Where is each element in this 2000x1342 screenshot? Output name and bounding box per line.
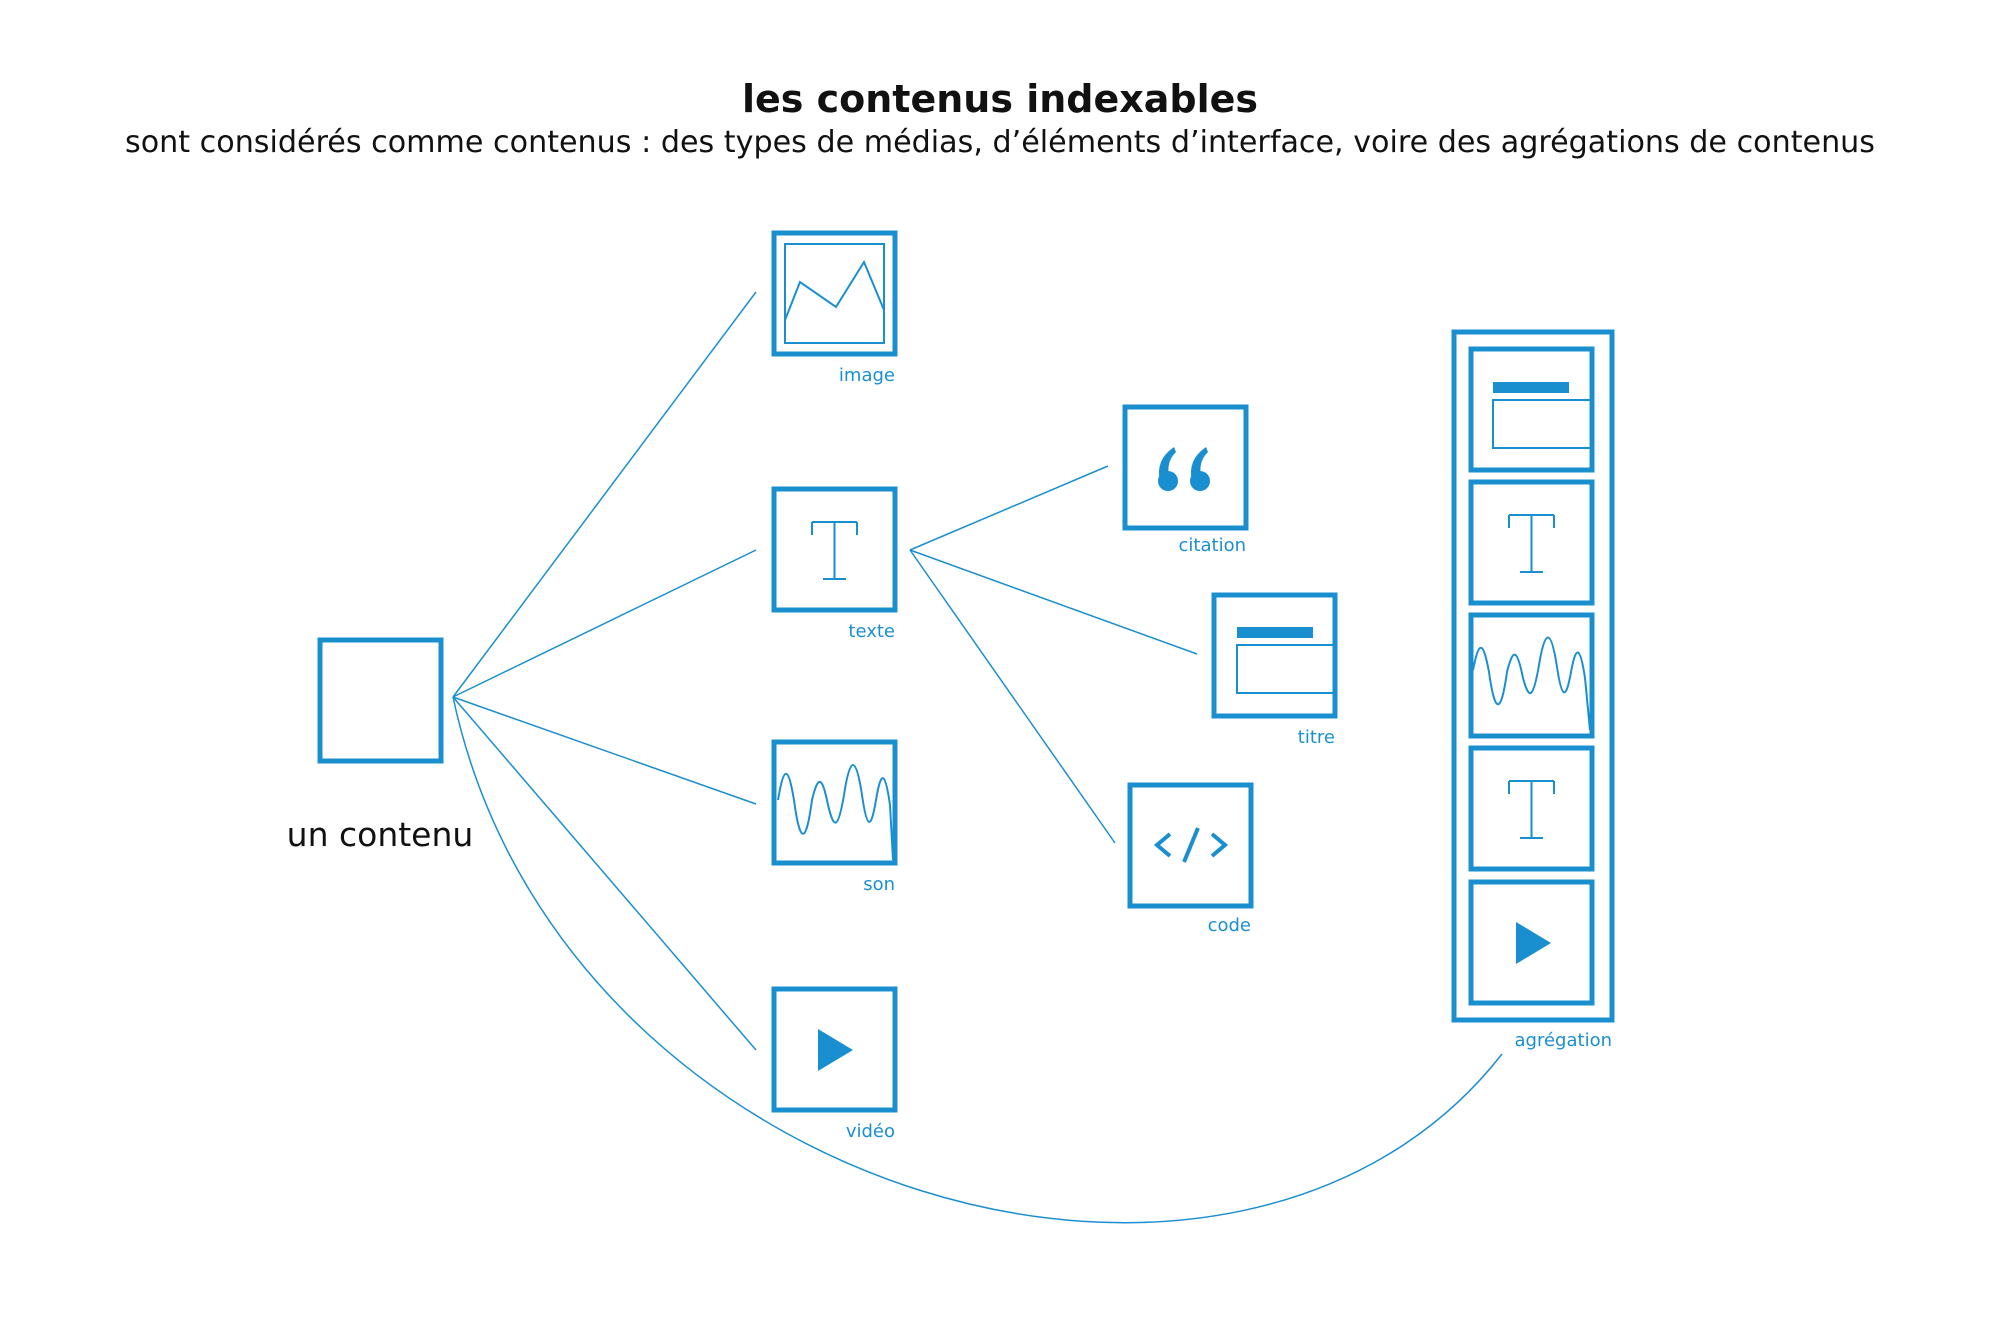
type-texte: texte: [771, 486, 898, 642]
quote-icon: [1158, 447, 1210, 491]
label-code: code: [1208, 915, 1251, 936]
image-icon: [784, 243, 885, 344]
diagram-title: les contenus indexables: [742, 77, 1258, 121]
play-icon: [818, 1029, 853, 1071]
text-t-icon: [1508, 780, 1555, 839]
play-icon: [1516, 922, 1551, 964]
label-image: image: [839, 365, 895, 386]
connector-texte-titre: [909, 549, 1198, 655]
code-icon: [1153, 827, 1229, 863]
text-t-icon: [1508, 514, 1555, 573]
label-texte: texte: [848, 621, 895, 642]
label-son: son: [863, 874, 895, 895]
title-block-icon: [1492, 382, 1593, 449]
type-image: image: [771, 230, 898, 386]
connector-root-aggregation: [452, 696, 1503, 1224]
sound-wave-icon: [1472, 636, 1591, 731]
type-son: son: [771, 739, 898, 895]
connectors: [452, 291, 1503, 1224]
connector-root-video: [452, 696, 757, 1051]
title-block-icon: [1236, 627, 1336, 694]
root-label: un contenu: [287, 815, 474, 854]
empty-square-icon: [317, 637, 444, 764]
subtype-titre: titre: [1211, 592, 1338, 748]
subtype-code: code: [1127, 782, 1254, 936]
label-video: vidéo: [846, 1121, 895, 1142]
subtype-citation: citation: [1122, 404, 1249, 556]
connector-root-texte: [452, 549, 757, 698]
text-t-icon: [811, 521, 858, 580]
connector-texte-citation: [909, 465, 1109, 551]
type-video: vidéo: [771, 986, 898, 1142]
sound-wave-icon: [777, 764, 894, 861]
label-aggregation: agrégation: [1515, 1030, 1612, 1051]
label-titre: titre: [1298, 727, 1335, 748]
diagram-subtitle: sont considérés comme contenus : des typ…: [125, 125, 1875, 160]
label-citation: citation: [1179, 535, 1246, 556]
aggregation-node: agrégation: [1451, 329, 1615, 1051]
root-node: un contenu: [287, 637, 474, 854]
connector-root-image: [452, 291, 757, 698]
connector-texte-code: [909, 549, 1116, 844]
connector-root-son: [452, 696, 757, 805]
